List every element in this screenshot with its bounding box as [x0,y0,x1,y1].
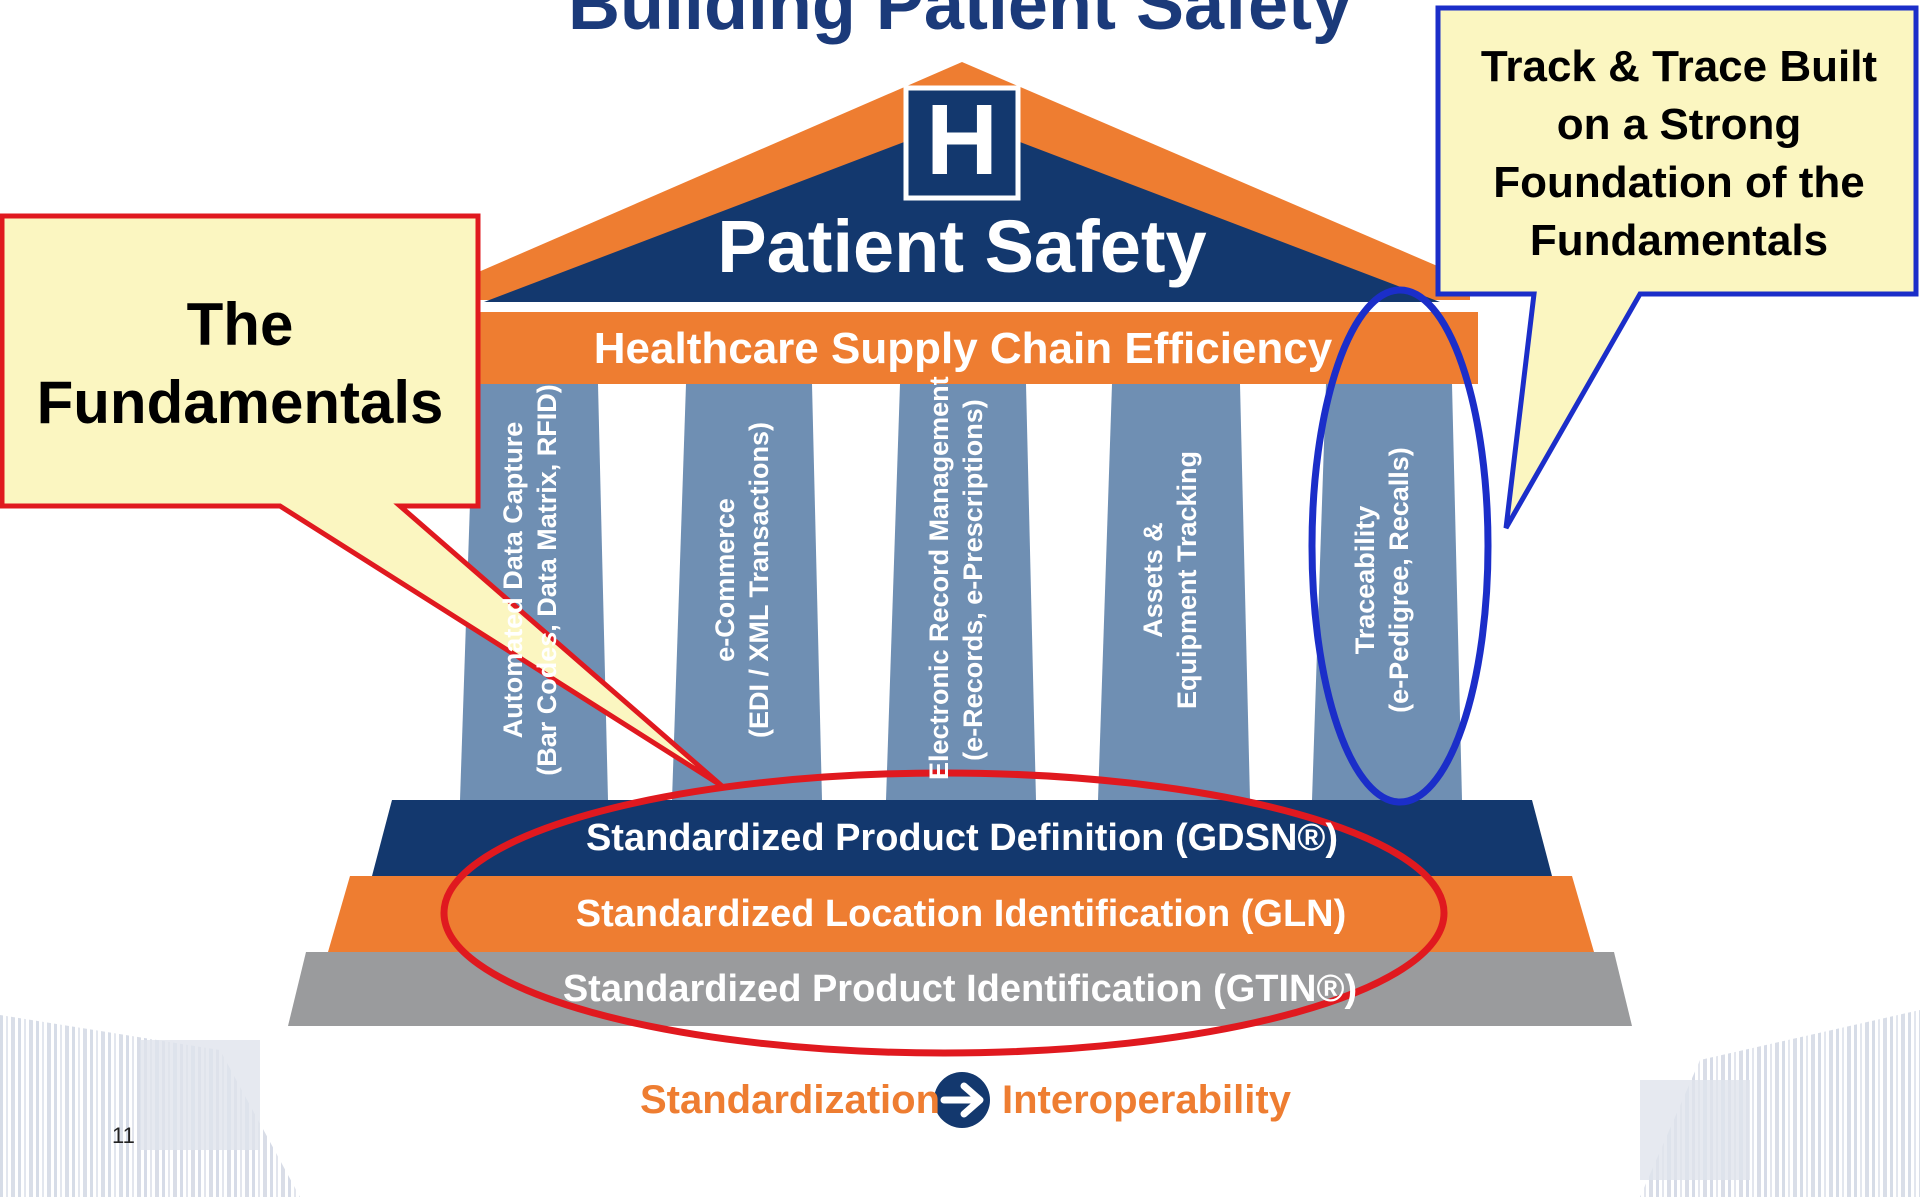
pillar-4-label: Assets &Equipment Tracking [1138,450,1202,710]
pillar-2-label: e-Commerce(EDI / XML Transactions) [710,421,774,739]
hospital-h-letter: H [925,84,999,196]
patient-safety-heading: Patient Safety [717,205,1207,288]
pillar-2 [672,384,822,800]
foundation-gtin-band [288,952,1632,1026]
foundation-gln-band [328,876,1594,952]
fundamentals-callout-text: The Fundamentals [36,291,444,436]
pillar-1-label: Automated Data Capture(Bar Codes, Data M… [498,384,562,776]
beam-label: Healthcare Supply Chain Efficiency [593,324,1333,373]
track-trace-callout-text: Track & Trace Built on a Strong Foundati… [1480,42,1878,265]
page-title: Building Patient Safety [567,0,1353,45]
fundamentals-highlight-ellipse [440,769,1448,1057]
barcode-background-left [0,1015,300,1197]
tagline-standardization: Standardization [640,1078,941,1122]
roof-navy [484,120,1440,302]
foundation-gdsn-label: Standardized Product Definition (GDSN®) [585,817,1339,859]
fundamentals-callout [0,213,724,789]
pillar-4 [1098,384,1250,800]
pillar-5 [1312,384,1462,800]
pillar-1 [460,384,608,800]
pillar-3-label: Electronic Record Management(e-Records, … [924,376,988,780]
pillar-3 [886,384,1036,800]
tagline-interoperability: Interoperability [1002,1078,1291,1122]
pillar-5-label: Traceability(e-Pedigree, Recalls) [1350,447,1414,713]
arrow-right-circle-icon [934,1072,990,1128]
traceability-highlight-ellipse [1308,286,1492,806]
foundation-gdsn-band [372,800,1552,876]
track-trace-callout [1435,5,1919,530]
slide-number: 11 [112,1123,135,1148]
foundation-gln-label: Standardized Location Identification (GL… [575,893,1347,935]
beam-orange [448,312,1478,384]
foundation-gtin-label: Standardized Product Identification (GTI… [562,968,1358,1010]
hospital-h-icon [903,85,1021,201]
barcode-background-right [1640,1010,1920,1197]
